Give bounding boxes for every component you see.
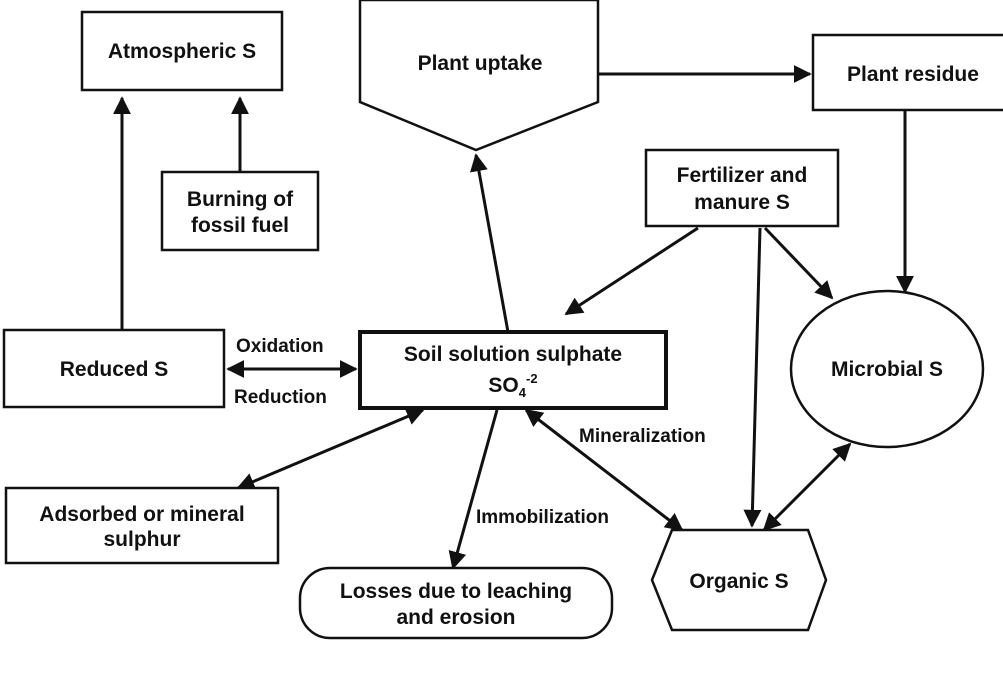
edge-soil-to-losses [448, 409, 499, 570]
organic-s-label: Organic S [689, 570, 788, 593]
node-microbial-s: Microbial S [789, 289, 985, 449]
edge-soil-organic [524, 408, 684, 532]
fertilizer-line1: Fertilizer and [677, 164, 808, 187]
node-adsorbed-mineral-sulphur: Adsorbed or mineral sulphur [4, 486, 280, 565]
node-losses-leaching-erosion: Losses due to leaching and erosion [298, 566, 614, 640]
node-fertilizer-manure: Fertilizer and manure S [644, 148, 840, 228]
edge-labels: Oxidation Reduction Mineralization Immob… [234, 336, 706, 528]
reduction-label: Reduction [234, 387, 327, 408]
sulphate-formula: SO4-2 [488, 371, 537, 400]
node-plant-uptake: Plant uptake [358, 0, 600, 152]
oxidation-label: Oxidation [236, 336, 324, 357]
reduced-s-label: Reduced S [60, 358, 169, 381]
immobilization-label: Immobilization [476, 507, 609, 528]
node-atmospheric-s: Atmospheric S [80, 10, 284, 92]
node-soil-solution-sulphate: Soil solution sulphate SO4-2 [358, 330, 668, 410]
node-plant-residue: Plant residue [811, 33, 1003, 112]
fertilizer-line2: manure S [694, 191, 790, 214]
mineralization-label: Mineralization [579, 426, 706, 447]
adsorbed-line1: Adsorbed or mineral [39, 503, 244, 526]
edge-soil-adsorbed [236, 408, 425, 490]
edge-fertilizer-to-organic [743, 227, 762, 528]
burning-line2: fossil fuel [191, 214, 289, 237]
losses-line2: and erosion [396, 606, 515, 629]
node-organic-s: Organic S [650, 528, 828, 632]
plant-residue-label: Plant residue [847, 63, 979, 86]
adsorbed-line2: sulphur [104, 528, 181, 551]
edge-microbial-organic [762, 442, 852, 532]
edge-fertilizer-to-soil [564, 226, 699, 316]
atmospheric-s-label: Atmospheric S [108, 40, 256, 63]
soil-solution-label: Soil solution sulphate [404, 343, 622, 366]
edge-fertilizer-to-microbial [763, 226, 834, 300]
edges [113, 65, 914, 570]
losses-line1: Losses due to leaching [340, 580, 572, 603]
plant-uptake-label: Plant uptake [418, 52, 543, 75]
microbial-s-label: Microbial S [831, 358, 943, 381]
burning-line1: Burning of [187, 188, 294, 211]
edge-soil-to-plant-uptake [470, 153, 510, 333]
node-reduced-s: Reduced S [2, 328, 226, 409]
node-burning-fossil-fuel: Burning of fossil fuel [160, 170, 320, 252]
